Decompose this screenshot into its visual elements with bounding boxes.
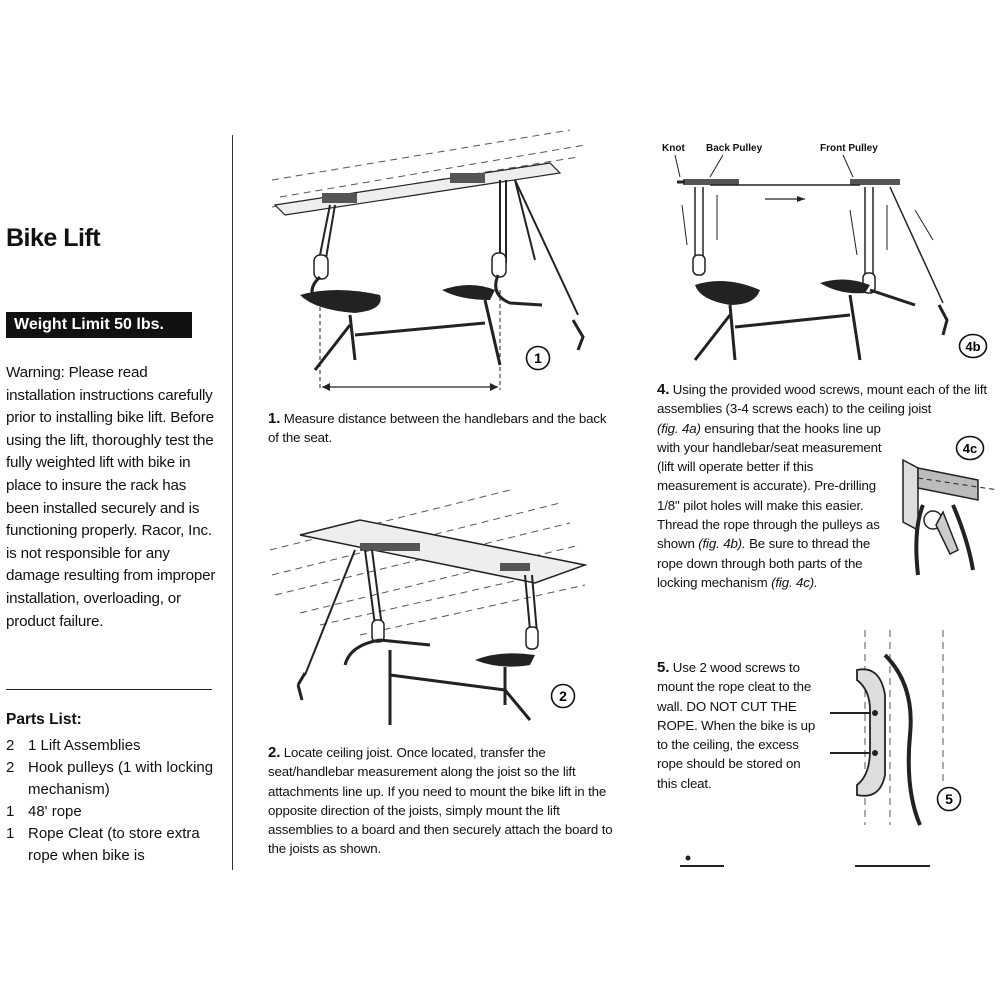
figure-2-badge: 2 — [550, 683, 576, 709]
figure-5-badge: 5 — [936, 786, 962, 812]
part-text: Hook pulleys (1 with locking mechanism) — [28, 759, 214, 798]
figure-4c-illustration — [902, 458, 999, 576]
list-item: 2 Hook pulleys (1 with locking mechanism) — [6, 757, 220, 801]
figure-2-number: 2 — [559, 688, 567, 704]
step-4-text-b: ensuring that the hooks line up with you… — [657, 420, 882, 552]
figure-1-illustration — [271, 129, 586, 391]
step-4-ref-b: (fig. 4b). — [698, 536, 746, 552]
step-4-text-c: Be sure to thread the rope down through … — [657, 536, 871, 590]
figure-5-illustration — [830, 630, 944, 826]
next-figure-fragment — [680, 855, 930, 867]
part-qty: 1 — [6, 825, 15, 842]
figure-4b-illustration — [674, 154, 949, 361]
step-2-text: Locate ceiling joist. Once located, tran… — [268, 745, 613, 857]
column-divider — [232, 135, 233, 870]
step-1-text: Measure distance between the handlebars … — [268, 411, 607, 446]
figure-1-number: 1 — [534, 350, 542, 366]
step-1-number: 1. — [268, 410, 281, 427]
back-pulley-label: Back Pulley — [706, 143, 763, 154]
step-2: 2. Locate ceiling joist. Once located, t… — [268, 743, 613, 859]
step-2-number: 2. — [268, 744, 281, 761]
list-item: 2 1 Lift Assemblies — [6, 735, 220, 757]
knot-label: Knot — [662, 143, 685, 154]
figure-5-number: 5 — [945, 791, 953, 807]
part-qty: 2 — [6, 737, 15, 754]
figure-4c-number: 4c — [963, 441, 977, 456]
step-4-narrow-block: (fig. 4a) ensuring that the hooks line u… — [657, 419, 889, 593]
part-text: 48' rope — [28, 803, 82, 820]
figure-4c-badge: 4c — [955, 435, 985, 461]
page-title: Bike Lift — [6, 224, 101, 252]
step-5-text: Use 2 wood screws to mount the rope clea… — [657, 660, 816, 791]
step-5: 5. Use 2 wood screws to mount the rope c… — [657, 658, 817, 793]
parts-list-heading: Parts List: — [6, 711, 82, 728]
step-1: 1. Measure distance between the handleba… — [268, 409, 608, 448]
part-qty: 1 — [6, 803, 15, 820]
figure-1-badge: 1 — [525, 345, 551, 371]
page-cutoff — [0, 868, 230, 1000]
part-text: Rope Cleat (to store extra rope when bik… — [28, 825, 200, 864]
figure-2-illustration — [269, 489, 588, 725]
figure-4b-number: 4b — [965, 339, 980, 354]
step-4-number: 4. — [657, 381, 670, 398]
part-qty: 2 — [6, 759, 15, 776]
list-item: 1 Rope Cleat (to store extra rope when bi… — [6, 823, 220, 867]
step-4-text-a: Using the provided wood screws, mount ea… — [657, 382, 987, 417]
part-text: 1 Lift Assemblies — [28, 737, 141, 754]
front-pulley-label: Front Pulley — [820, 143, 878, 154]
weight-limit-banner: Weight Limit 50 lbs. — [6, 312, 192, 338]
warning-text: Warning: Please read installation instru… — [6, 364, 216, 630]
list-item: 1 48' rope — [6, 801, 220, 823]
section-divider — [6, 689, 212, 690]
step-4-ref-a: (fig. 4a) — [657, 420, 701, 436]
step-4-ref-c: (fig. 4c). — [771, 574, 818, 590]
step-4: 4. Using the provided wood screws, mount… — [657, 380, 992, 592]
step-5-number: 5. — [657, 659, 670, 676]
figure-4b-badge: 4b — [958, 333, 988, 359]
